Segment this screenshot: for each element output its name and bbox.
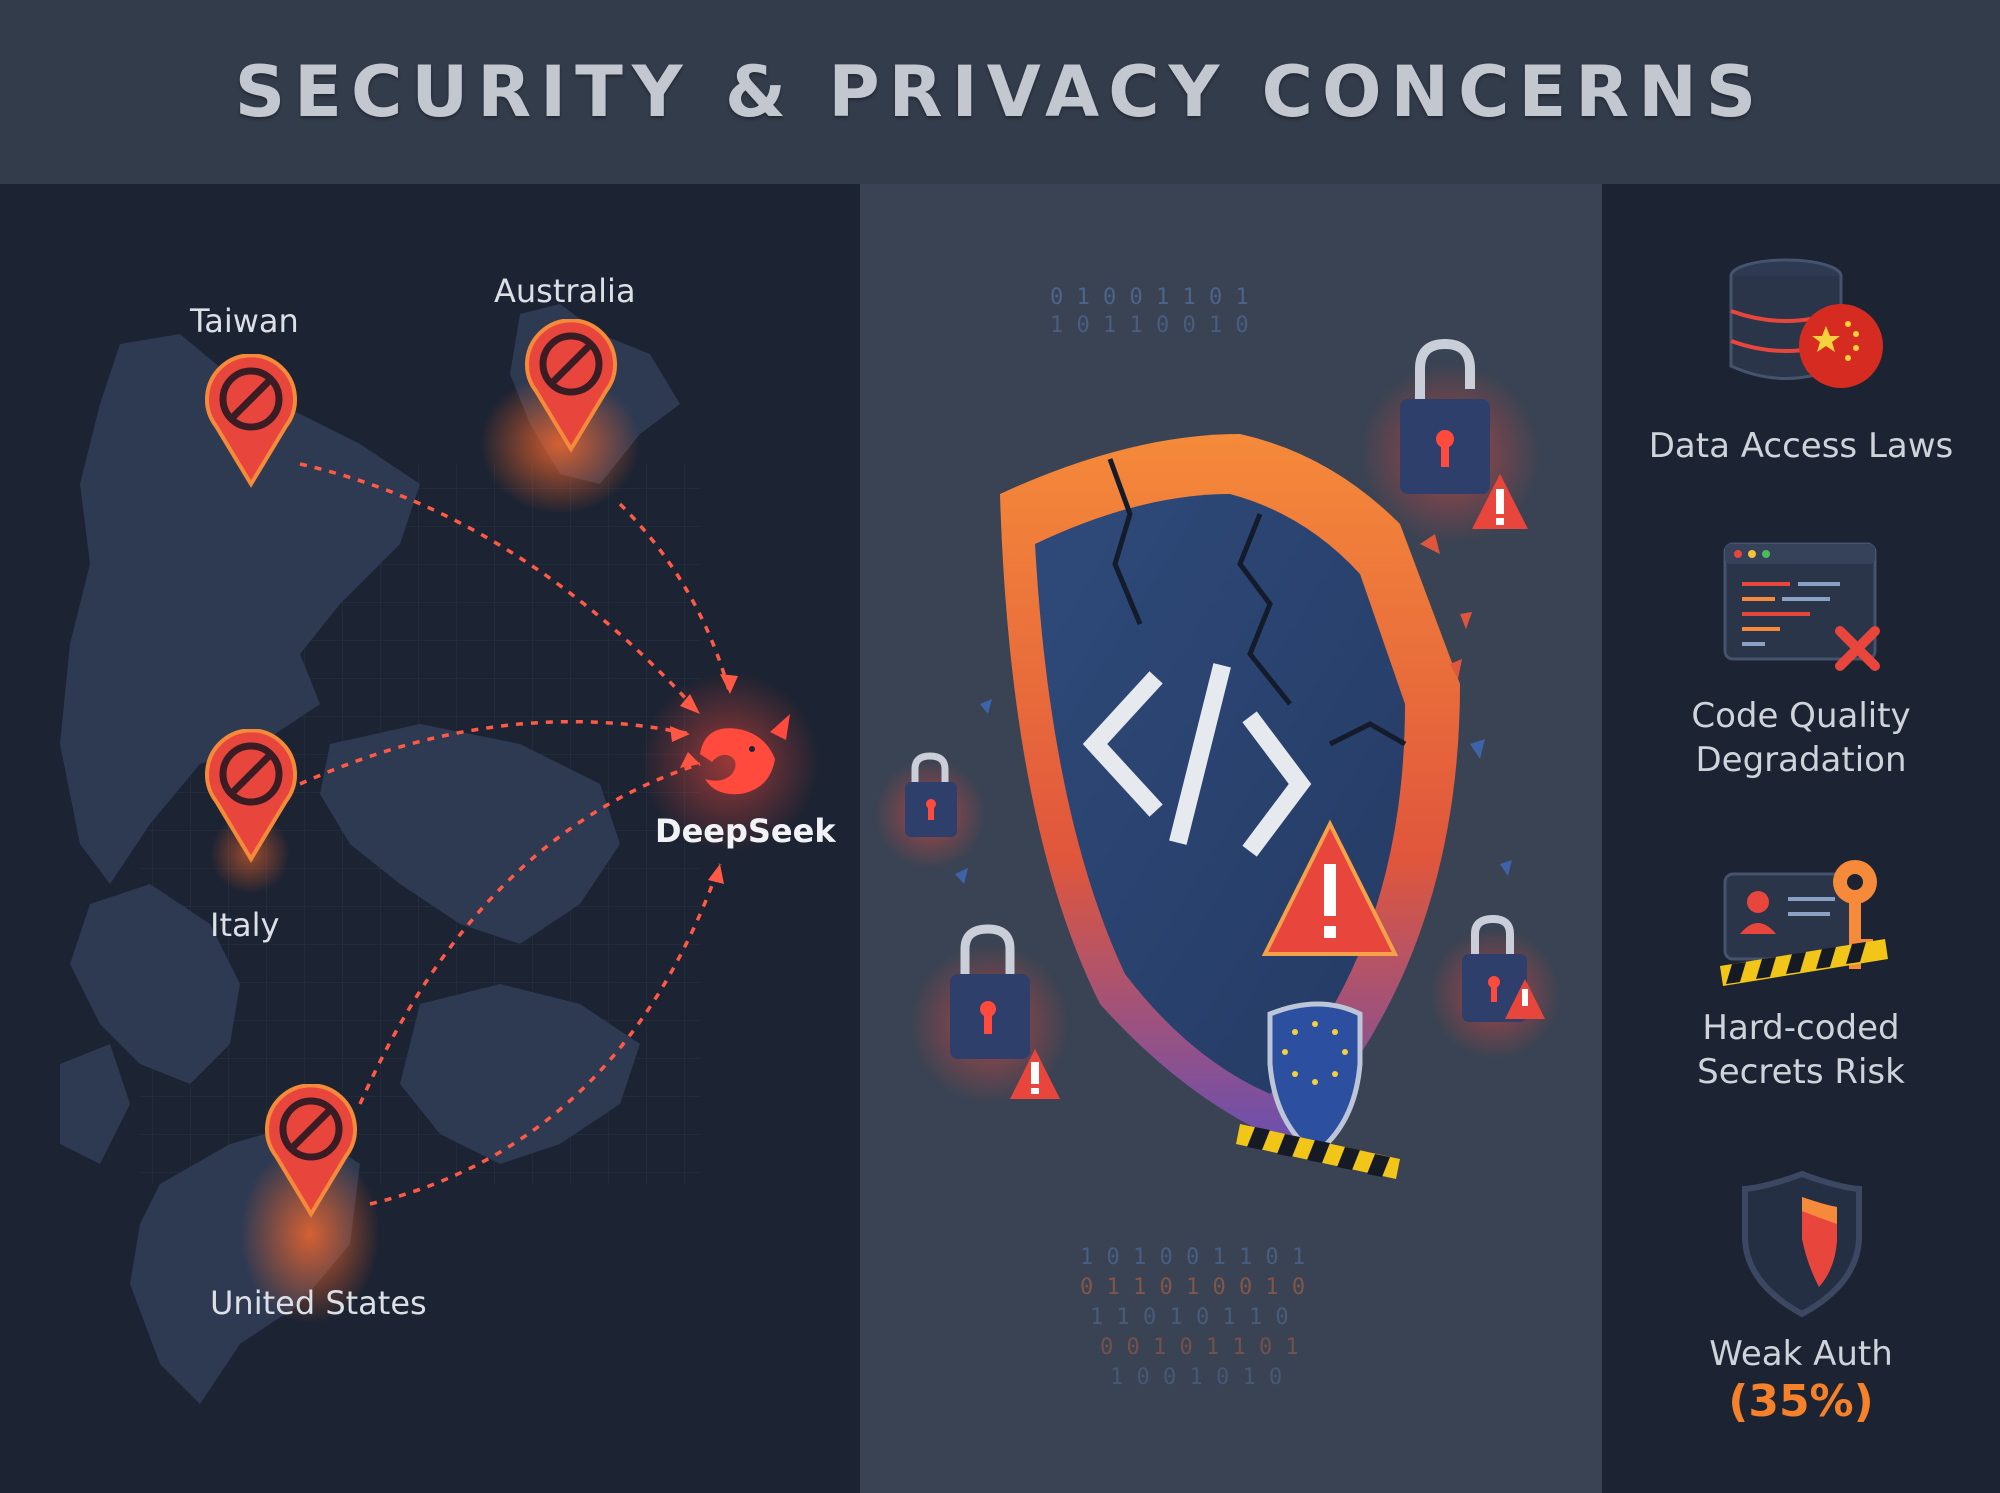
- concern-weak-auth: Weak Auth (35%): [1602, 1332, 2000, 1428]
- ban-pin-icon: [265, 1084, 357, 1218]
- concerns-panel: Data Access Laws Code Quality Degradatio…: [1602, 184, 2000, 1493]
- ban-pin-icon: [525, 319, 617, 453]
- padlock-icon: [875, 752, 985, 869]
- location-label-australia: Australia: [494, 272, 636, 310]
- svg-text:0 1 0 0 1 1 0 1: 0 1 0 0 1 1 0 1: [1050, 285, 1249, 310]
- svg-text:0 1 1 0 1 0 0 1 0: 0 1 1 0 1 0 0 1 0: [1080, 1275, 1305, 1300]
- id-card-key-icon: [1720, 860, 1888, 986]
- svg-text:1 0 1 1 0 0 1 0: 1 0 1 1 0 0 1 0: [1050, 313, 1249, 338]
- page-title: SECURITY & PRIVACY CONCERNS: [234, 51, 1766, 133]
- concern-label-line1: Code Quality: [1691, 696, 1911, 736]
- crack-lines: [1107, 458, 1407, 747]
- location-label-italy: Italy: [210, 906, 280, 944]
- concern-percent: (35%): [1728, 1376, 1874, 1427]
- binary-rain: 0 1 0 0 1 1 0 1 1 0 1 1 0 0 1 0 1 0 1 0 …: [1050, 285, 1305, 1390]
- code-icon: [1082, 663, 1312, 857]
- ban-map-panel: Taiwan Australia Italy United States Dee…: [0, 184, 860, 1493]
- warning-icon: [1261, 819, 1399, 956]
- location-label-taiwan: Taiwan: [190, 302, 299, 340]
- concern-label: Weak Auth: [1709, 1334, 1893, 1374]
- database-china-flag-icon: [1729, 258, 1883, 388]
- caution-tape-icon: [1236, 1124, 1400, 1179]
- concern-label-line2: Degradation: [1695, 740, 1907, 780]
- concern-code-quality: Code Quality Degradation: [1602, 694, 2000, 782]
- padlock-warning-icon: [1430, 914, 1560, 1059]
- concern-data-access-laws: Data Access Laws: [1602, 424, 2000, 468]
- weak-shield-icon: [1742, 1170, 1862, 1318]
- svg-text:1 1 0 1 0 1 1 0: 1 1 0 1 0 1 1 0: [1090, 1305, 1289, 1330]
- concern-label-line2: Secrets Risk: [1697, 1052, 1905, 1092]
- concern-label: Data Access Laws: [1648, 426, 1954, 466]
- shield-panel: 0 1 0 0 1 1 0 1 1 0 1 1 0 0 1 0 1 0 1 0 …: [860, 184, 1602, 1493]
- svg-text:1 0 1 0 0 1 1 0 1: 1 0 1 0 0 1 1 0 1: [1080, 1245, 1305, 1270]
- broken-shield-illustration: 0 1 0 0 1 1 0 1 1 0 1 1 0 0 1 0 1 0 1 0 …: [875, 285, 1560, 1390]
- ban-pin-icon: [205, 354, 297, 488]
- padlock-warning-icon: [910, 924, 1070, 1104]
- location-label-united-states: United States: [210, 1284, 427, 1322]
- concern-label-line1: Hard-coded: [1702, 1008, 1900, 1048]
- ban-pin-icon: [205, 729, 297, 863]
- deepseek-label: DeepSeek: [655, 812, 836, 850]
- svg-text:0 0 1 0 1 1 0 1: 0 0 1 0 1 1 0 1: [1100, 1335, 1299, 1360]
- svg-text:1 0 0 1 0 1 0: 1 0 0 1 0 1 0: [1110, 1365, 1282, 1390]
- code-window-error-icon: [1723, 542, 1880, 671]
- gdpr-badge-icon: [1267, 1001, 1363, 1158]
- padlock-warning-icon: [1360, 338, 1540, 544]
- deepseek-logo-icon: [700, 714, 790, 795]
- concern-hardcoded-secrets: Hard-coded Secrets Risk: [1602, 1006, 2000, 1094]
- connection-arcs: [299, 462, 732, 1206]
- page-header: SECURITY & PRIVACY CONCERNS: [0, 0, 2000, 184]
